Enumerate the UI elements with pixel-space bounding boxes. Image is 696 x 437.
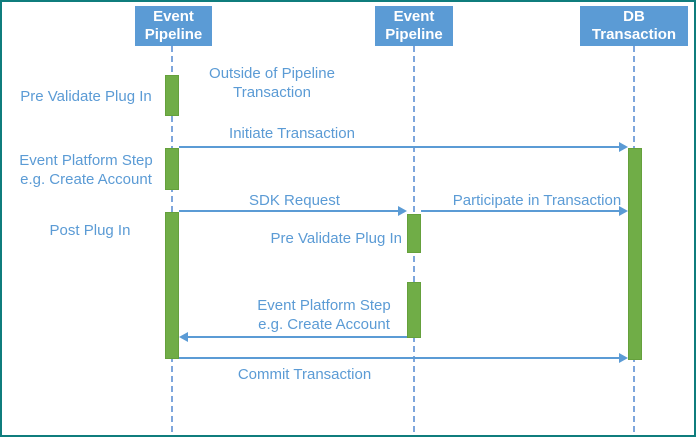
annotation-line2: e.g. Create Account	[20, 171, 152, 188]
arrowhead-sdk-request	[398, 206, 407, 216]
activation-pre-validate-inner	[407, 214, 421, 253]
actor-label-line2: Pipeline	[385, 26, 443, 43]
message-label-sdk-request: SDK Request	[249, 192, 340, 209]
arrowhead-initiate	[619, 142, 628, 152]
activation-platform-step	[165, 148, 179, 190]
annotation-post-plug-in: Post Plug In	[49, 222, 131, 239]
message-line-initiate	[179, 146, 620, 148]
actor-label-line1: Event	[393, 8, 435, 25]
annotation-platform-step-left: Event Platform Step e.g. Create Account	[10, 151, 162, 189]
actor-label-line2: Transaction	[591, 26, 677, 43]
actor-event-pipeline-2: Event Pipeline	[375, 6, 453, 46]
annotation-line1: Outside of Pipeline	[209, 65, 335, 82]
actor-label-line1: DB	[623, 8, 645, 25]
annotation-line1: Event Platform Step	[257, 297, 391, 314]
arrowhead-participate	[619, 206, 628, 216]
annotation-pre-validate-left: Pre Validate Plug In	[20, 88, 152, 105]
annotation-line1: Event Platform Step	[19, 152, 153, 169]
message-line-participate	[421, 210, 620, 212]
activation-db-transaction	[628, 148, 642, 360]
actor-label-line1: Event	[153, 8, 194, 25]
message-line-sdk-request	[179, 210, 399, 212]
message-line-commit	[179, 357, 620, 359]
activation-pre-validate	[165, 75, 179, 116]
message-label-commit: Commit Transaction	[237, 366, 372, 383]
actor-db-transaction: DB Transaction	[580, 6, 688, 46]
annotation-platform-step-mid: Event Platform Step e.g. Create Account	[245, 296, 403, 334]
annotation-line2: Transaction	[233, 84, 311, 101]
annotation-outside-of-pipeline: Outside of Pipeline Transaction	[190, 64, 354, 102]
arrowhead-return	[179, 332, 188, 342]
message-label-initiate: Initiate Transaction	[229, 125, 355, 142]
actor-event-pipeline-1: Event Pipeline	[135, 6, 212, 46]
message-label-participate: Participate in Transaction	[452, 192, 622, 209]
annotation-line2: e.g. Create Account	[258, 316, 390, 333]
annotation-pre-validate-mid: Pre Validate Plug In	[270, 230, 402, 247]
activation-post-plug-in	[165, 212, 179, 359]
message-line-return	[188, 336, 407, 338]
actor-label-line2: Pipeline	[144, 26, 203, 43]
arrowhead-commit	[619, 353, 628, 363]
activation-platform-step-inner	[407, 282, 421, 338]
